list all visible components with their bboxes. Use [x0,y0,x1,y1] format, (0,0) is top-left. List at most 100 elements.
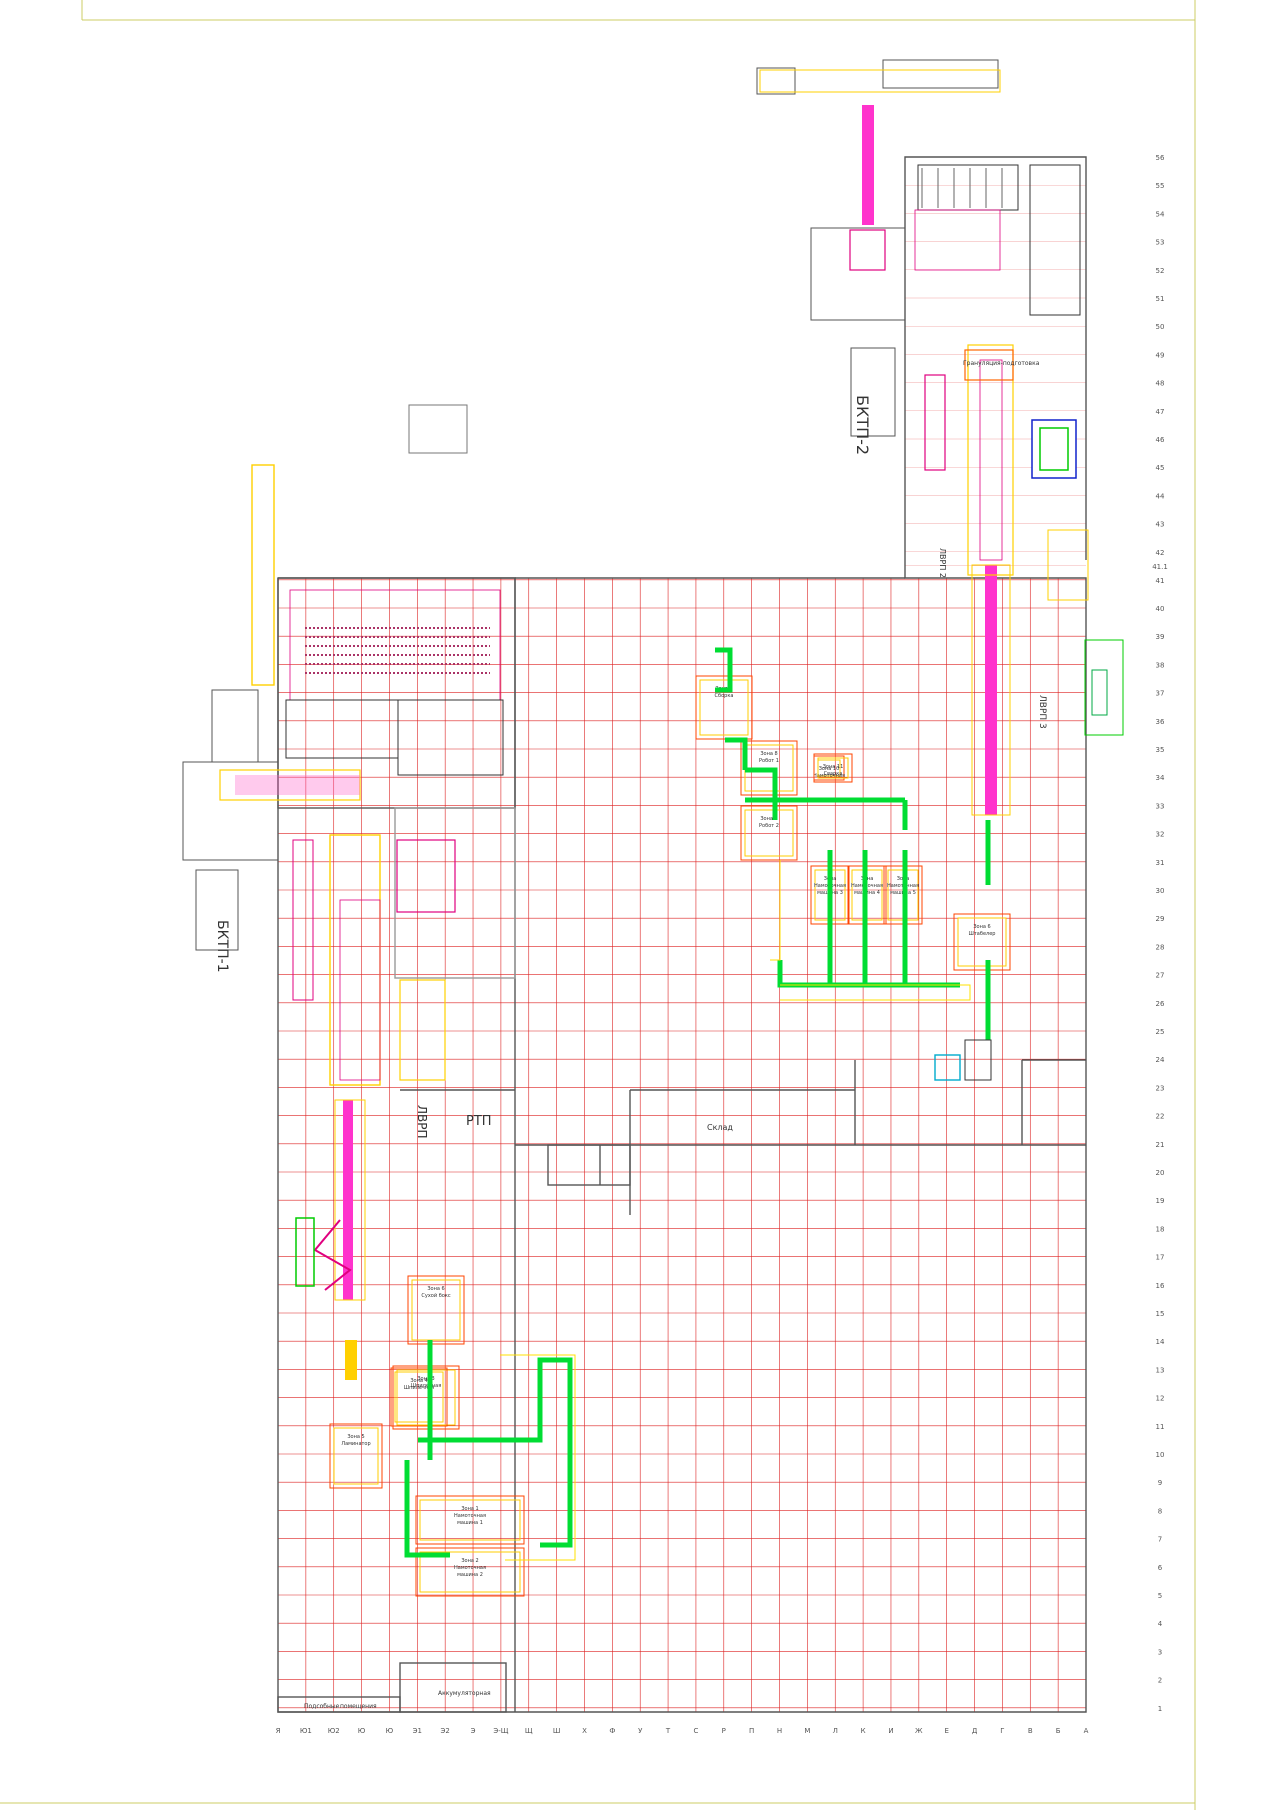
row-label: 37 [1156,690,1165,698]
row-label: 41.1 [1152,563,1168,571]
zone-label: Зона 10 [819,766,840,772]
row-label: 32 [1156,831,1165,839]
zone-outer [695,675,753,740]
row-label: 14 [1156,1338,1165,1346]
row-label: 28 [1156,943,1165,951]
zone-label: Шпилечная [411,1383,441,1389]
row-label: 5 [1158,1592,1162,1600]
zone-inner [957,917,1007,967]
row-label: 45 [1156,464,1165,472]
row-label: 20 [1156,1169,1165,1177]
row-label: 56 [1156,154,1165,162]
row-label: 44 [1156,492,1165,500]
column-label: В [1028,1727,1033,1735]
zone-outer [390,1367,448,1427]
row-label: 43 [1156,521,1165,529]
column-label: П [749,1727,754,1735]
row-label: 53 [1156,239,1165,247]
row-label: 27 [1156,972,1165,980]
zone-outer [415,1547,525,1597]
row-axis-labels: 56555453525150494847464544434241.1414039… [1152,154,1168,1713]
row-label: 40 [1156,605,1165,613]
row-label: 38 [1156,661,1165,669]
row-label: 54 [1156,210,1165,218]
row-label: 23 [1156,1084,1165,1092]
zone-label: Зона 6 [973,924,990,930]
bktp-1-block [182,689,279,951]
column-label: Ш [553,1727,561,1735]
row-label: 16 [1156,1282,1165,1290]
zone-label: Зона 11 [823,764,844,770]
zone-inner [333,1427,379,1485]
lvrp-label: ЛВРП [415,1105,429,1139]
bktp-2-block [756,59,999,437]
zone-label: Сухой бокс [421,1292,450,1299]
column-grid [277,156,1087,1712]
granulation-label: Грануляция-подготовка [963,360,1040,367]
row-label: 18 [1156,1225,1165,1233]
row-label: 13 [1156,1366,1165,1374]
row-label: 49 [1156,351,1165,359]
building-outline [277,156,1087,1713]
zone-label: Зона 4 [410,1378,427,1384]
zone-label: Намоточная [454,1565,486,1571]
pomescheniya-label: помещения [340,1703,377,1710]
row-label: 31 [1156,859,1165,867]
zone-label: машина 1 [457,1520,483,1526]
column-label: Л [833,1727,838,1735]
lvrp-2-label: ЛВРП 2 [938,548,947,578]
column-label: Н [777,1727,782,1735]
conveyor-lines [404,647,991,1558]
row-label: 39 [1156,633,1165,641]
zone-label: Намоточная [813,773,845,779]
lvrp-3-label: ЛВРП 3 [1037,695,1047,729]
zone-inner [817,757,849,779]
zone-outer [329,1423,383,1489]
row-label: 24 [1156,1056,1165,1064]
row-label: 35 [1156,746,1165,754]
bktp-2-label: БКТП-2 [853,395,872,455]
row-label: 12 [1156,1395,1165,1403]
zone-outer [392,1365,460,1430]
row-label: 33 [1156,802,1165,810]
zone-outer [740,805,798,861]
column-label: И [888,1727,893,1735]
zone-label: машина 2 [457,1572,483,1578]
row-label: 46 [1156,436,1165,444]
zone-outer [813,753,853,783]
row-label: 36 [1156,718,1165,726]
zone-label: Зона 3 [417,1376,434,1382]
column-label: М [804,1727,810,1735]
column-label: С [693,1727,698,1735]
room-labels: БКТП-1 БКТП-2 РТП ЛВРП ЛВРП 2 ЛВРП 3 Скл… [214,360,1047,1710]
zone-outer [415,1495,525,1545]
column-label: У [638,1727,643,1735]
row-label: 17 [1156,1254,1165,1262]
column-label: Г [1000,1727,1004,1735]
row-label: 15 [1156,1310,1165,1318]
row-label: 3 [1158,1648,1162,1656]
row-label: 10 [1156,1451,1165,1459]
zone-label: Сварка [824,771,843,777]
column-label: К [861,1727,866,1735]
column-label: А [1084,1727,1089,1735]
column-label: Ю1 [300,1727,312,1735]
row-label: 26 [1156,1000,1165,1008]
row-label: 6 [1158,1564,1163,1572]
row-label: 55 [1156,182,1165,190]
zone-inner [419,1499,521,1541]
column-label: Р [722,1727,726,1735]
row-label: 8 [1158,1507,1162,1515]
row-label: 22 [1156,1113,1165,1121]
zone-label: Сборка [715,693,734,699]
column-label: Х [582,1727,587,1735]
row-label: 47 [1156,408,1165,416]
column-label: Щ [525,1727,533,1735]
column-label: Б [1056,1727,1061,1735]
zone-label: Шпилечная [404,1385,434,1391]
zone-label: Штабелер [969,931,996,937]
row-label: 4 [1158,1620,1163,1628]
row-label: 1 [1158,1705,1162,1713]
column-label: Т [665,1727,671,1735]
